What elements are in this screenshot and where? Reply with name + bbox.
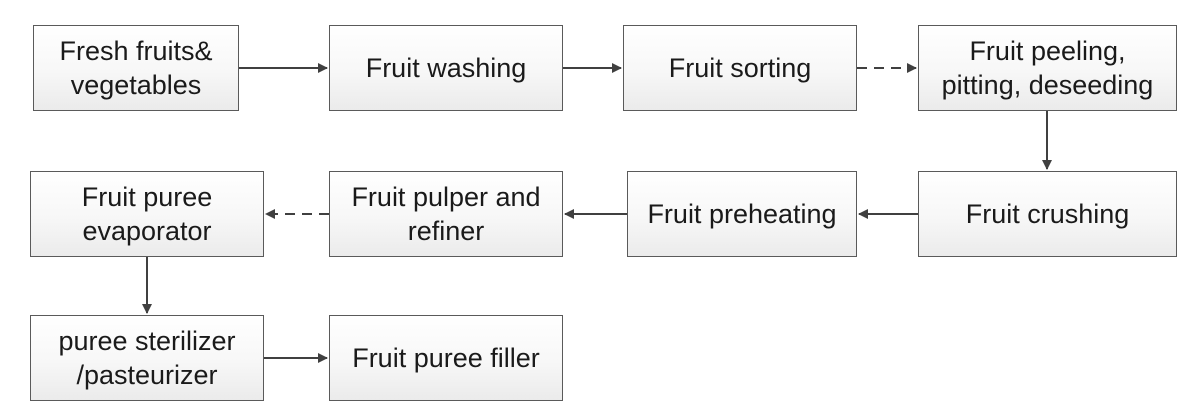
node-fresh-fruits-vegetables: Fresh fruits& vegetables <box>33 25 239 111</box>
node-fruit-puree-evaporator: Fruit puree evaporator <box>30 171 264 257</box>
node-fruit-pulper-refiner: Fruit pulper and refiner <box>329 171 563 257</box>
node-fruit-washing: Fruit washing <box>329 25 563 111</box>
node-fruit-preheating: Fruit preheating <box>627 171 857 257</box>
node-fruit-sorting: Fruit sorting <box>623 25 857 111</box>
node-fruit-peeling: Fruit peeling, pitting, deseeding <box>918 25 1177 111</box>
node-fruit-crushing: Fruit crushing <box>918 171 1177 257</box>
node-fruit-puree-filler: Fruit puree filler <box>329 315 563 401</box>
node-puree-sterilizer: puree sterilizer /pasteurizer <box>30 315 264 401</box>
